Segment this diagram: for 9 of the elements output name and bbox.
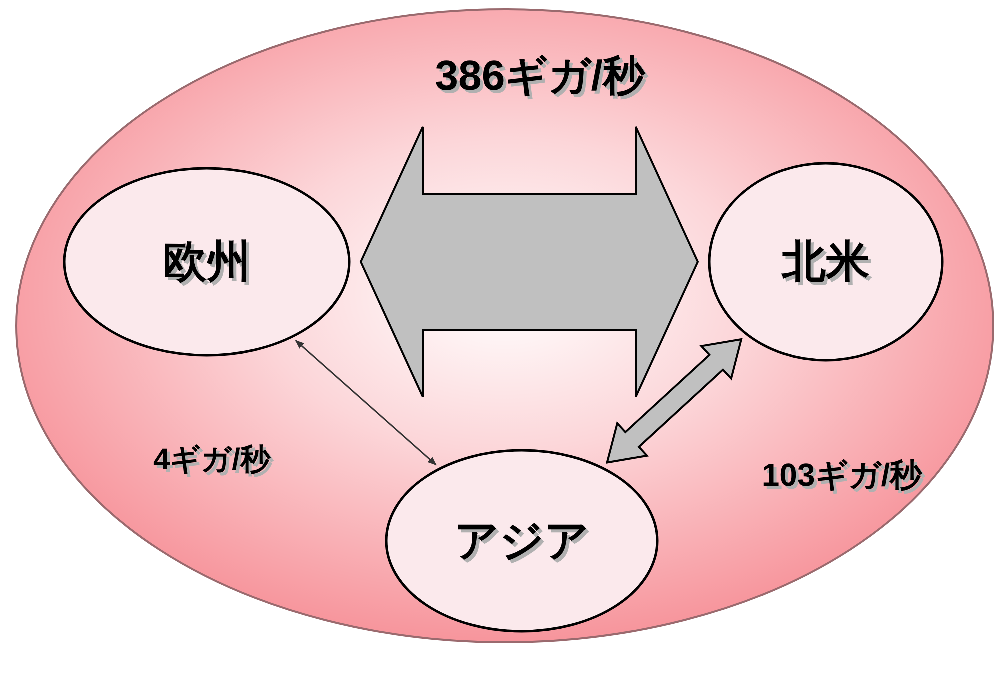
edge-label: 103ギガ/秒: [762, 456, 922, 495]
block-arrow: [360, 126, 700, 398]
block-arrow: [606, 338, 743, 464]
region-name: 欧州: [163, 236, 251, 288]
arrow: [295, 340, 437, 466]
edge-label: 386ギガ/秒: [435, 51, 645, 101]
edge-label: 4ギガ/秒: [153, 442, 271, 478]
region-name: 北米: [782, 236, 870, 288]
region-name: アジア: [454, 516, 590, 568]
